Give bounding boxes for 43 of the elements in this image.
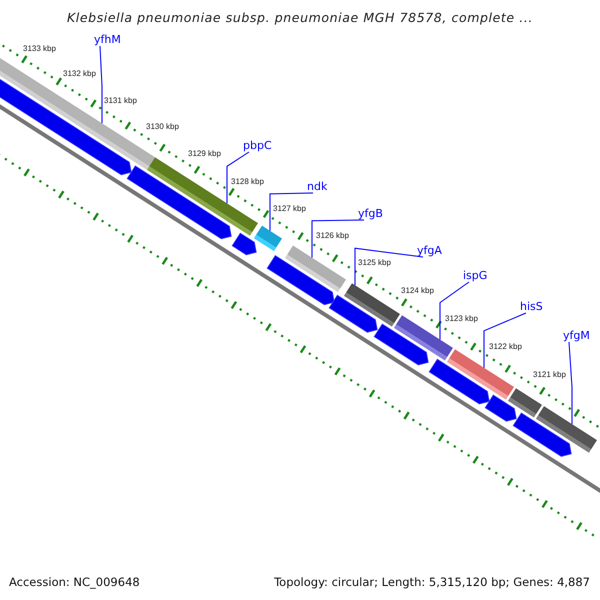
cds-feature — [512, 412, 572, 457]
scale-label: 3127 kbp — [273, 204, 306, 214]
gene-bar — [536, 406, 597, 453]
gene-label: ispG — [463, 270, 488, 282]
gene-bar — [284, 246, 346, 292]
cds-feature — [232, 232, 257, 256]
scale-label: 3129 kbp — [188, 149, 221, 160]
scale-label: 3131 kbp — [104, 96, 137, 106]
leader-line — [354, 248, 424, 286]
gene-label: pbpC — [243, 140, 272, 152]
cds-feature — [126, 165, 232, 240]
scale-label: 3123 kbp — [445, 314, 478, 324]
scale-label: 3121 kbp — [533, 370, 566, 380]
cds-feature — [374, 323, 429, 366]
cds-feature — [484, 394, 517, 422]
gene-bar — [254, 226, 282, 252]
footer-text: Topology: circular; Length: 5,315,120 bp; Genes: 4,887 — [274, 575, 590, 589]
scale-label: 3124 kbp — [401, 286, 434, 296]
gene-label: hisS — [520, 301, 543, 313]
scale-label: 3132 kbp — [63, 69, 96, 80]
scale-label: 3122 kbp — [489, 342, 522, 352]
cds-feature — [266, 255, 335, 306]
leader-line — [100, 46, 102, 124]
cds-feature — [428, 358, 490, 404]
gene-label: yfgA — [417, 245, 442, 257]
scale-label: 3126 kbp — [316, 231, 349, 242]
gene-label: yfgB — [358, 208, 383, 220]
gene-label: yfgM — [563, 330, 590, 342]
scale-label: 3133 kbp — [23, 44, 56, 54]
footer-text: Accession: NC_009648 — [9, 575, 140, 589]
gene-label: ndk — [307, 181, 328, 193]
scale-label: 3125 kbp — [358, 258, 391, 268]
gene-label: yfhM — [94, 34, 121, 46]
gene-bar — [508, 388, 542, 418]
gene-bar — [446, 349, 514, 400]
leader-line — [568, 342, 572, 425]
leader-line — [440, 282, 470, 340]
gene-bar — [344, 283, 400, 327]
leader-line — [270, 192, 314, 232]
scale-label: 3130 kbp — [146, 122, 179, 132]
scale-label: 3128 kbp — [231, 176, 264, 187]
title: Klebsiella pneumoniae subsp. pneumoniae MGH 78578, complete ... — [66, 10, 534, 25]
cds-feature — [328, 294, 378, 333]
